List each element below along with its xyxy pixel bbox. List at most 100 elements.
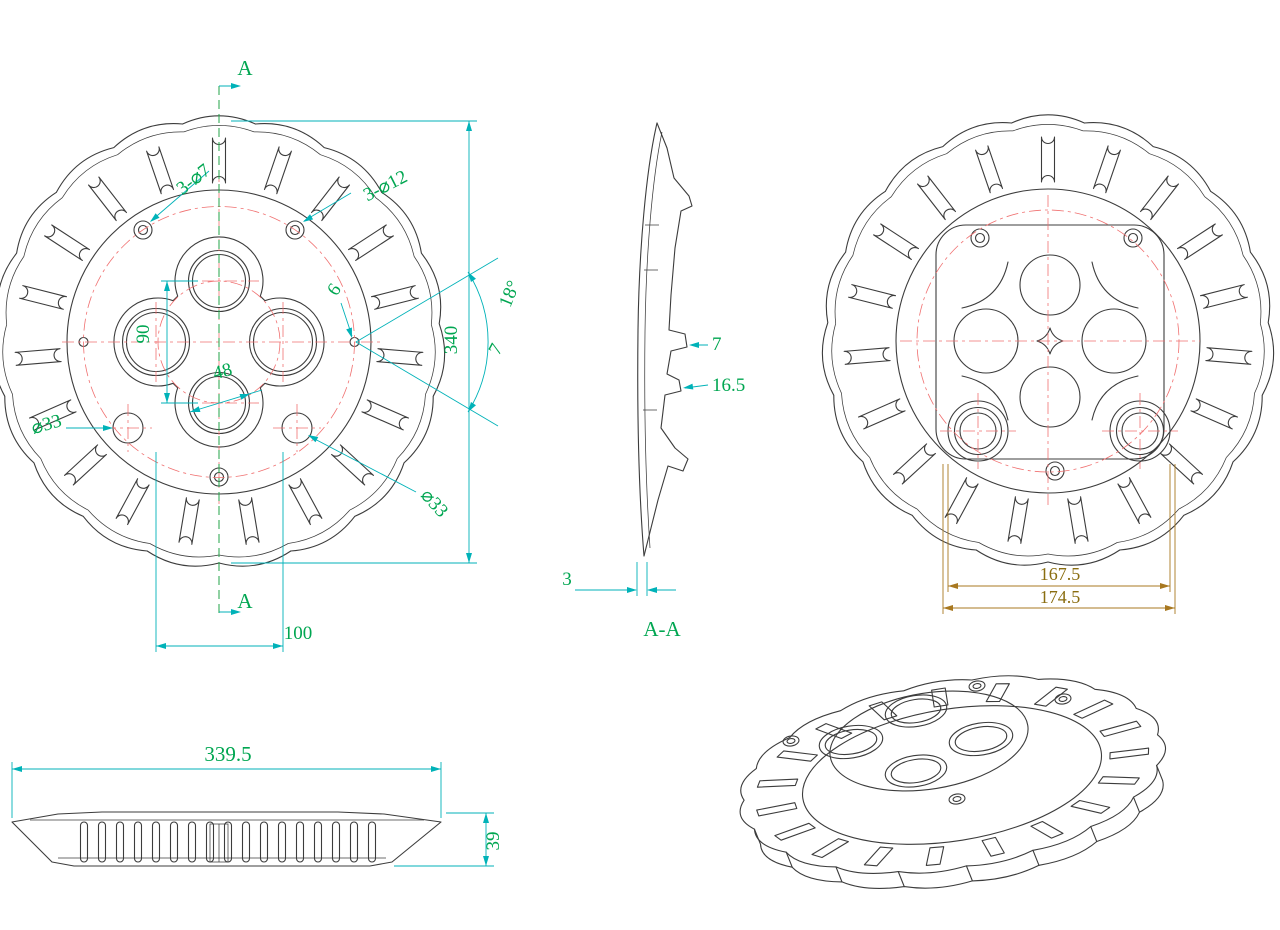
back-boss-top-left <box>974 232 986 244</box>
iso-boss-inner <box>952 795 962 803</box>
leader-line <box>150 170 210 222</box>
iso-fin-slot <box>1070 799 1111 814</box>
dim-18deg-label: 18° <box>495 278 524 311</box>
front-fin-slot <box>88 176 128 222</box>
dimension-arrow <box>948 583 958 589</box>
iso-boss-outer <box>1054 693 1072 705</box>
back-fin-slot <box>1190 398 1238 430</box>
iso-fin-slot <box>756 802 798 817</box>
dimension-arrow <box>164 393 170 403</box>
back-view-geometry <box>821 114 1275 566</box>
back-web-arc <box>961 261 1009 309</box>
front-fin-slot <box>14 348 62 366</box>
side-view: 339.5 39 <box>11 742 504 867</box>
side-fin-slot <box>79 821 89 863</box>
dimension-arrow <box>103 425 113 431</box>
leader-line <box>308 435 417 493</box>
iso-rim-outer <box>739 675 1167 875</box>
front-view-dimensions <box>66 83 499 652</box>
iso-inner-rim <box>801 705 1103 845</box>
iso-fin-slot <box>815 723 853 740</box>
section-inner-wall <box>644 131 663 549</box>
back-hole-top <box>1019 254 1081 316</box>
dim-7-label: 7 <box>712 334 722 355</box>
side-fin-slot <box>187 821 197 863</box>
iso-boss-outer <box>782 735 800 747</box>
front-fin-slot <box>19 285 68 310</box>
iso-fin-slot <box>863 846 894 867</box>
dimension-arrow <box>164 281 170 291</box>
front-fin-slot <box>331 444 375 486</box>
side-fin-slot <box>169 821 179 863</box>
iso-fin-slot <box>774 822 816 841</box>
iso-fin-slot <box>981 836 1005 857</box>
front-view-geometry <box>0 115 446 567</box>
back-fin-slot <box>858 398 906 430</box>
back-fin-slot <box>1199 284 1248 309</box>
side-fin-slot <box>349 821 359 863</box>
iso-hole-inner <box>824 728 878 756</box>
dimension-arrow <box>943 605 953 611</box>
dimension-arrow <box>190 406 201 412</box>
back-view: 167.5 174.5 <box>821 114 1275 614</box>
diameter-line <box>189 389 263 413</box>
iso-hole-inner <box>954 725 1008 753</box>
dim-39-label: 39 <box>483 832 504 851</box>
dimension-arrow <box>466 121 472 131</box>
dim-6-label: 6 <box>323 280 346 300</box>
back-fin-slot <box>1117 477 1152 525</box>
front-fin-slot <box>310 176 350 222</box>
iso-fin-slot <box>756 778 799 788</box>
front-view: A A 340 100 90 48 ⌀33 ⌀33 3-⌀7 3-⌀12 6 7… <box>0 56 525 652</box>
side-fin-slot <box>151 821 161 863</box>
back-fin-slot <box>917 175 957 221</box>
iso-boss-inner <box>786 737 796 745</box>
front-rim-outer <box>0 115 446 567</box>
leader-line <box>303 192 352 222</box>
side-fin-slot <box>97 821 107 863</box>
front-fin-slot <box>178 497 200 545</box>
dim-174-5-label: 174.5 <box>1040 587 1081 607</box>
iso-hole-outer <box>884 754 948 788</box>
front-fin-slot <box>348 224 394 262</box>
iso-fin-edge <box>965 865 973 882</box>
front-fin-slot <box>146 146 175 195</box>
iso-fin-slot <box>776 750 818 762</box>
back-web-arc <box>1091 375 1139 421</box>
side-fin-slot <box>367 821 377 863</box>
iso-fin-edge <box>897 871 905 888</box>
side-outline <box>11 811 442 867</box>
iso-hole-inner <box>890 698 942 724</box>
front-fin-slot <box>263 146 292 195</box>
dim-33-lower-right-label: ⌀33 <box>416 485 452 522</box>
side-fin-slot <box>133 821 143 863</box>
back-view-dimensions <box>942 464 1176 614</box>
iso-hole-outer <box>884 694 948 728</box>
dim-340-label: 340 <box>441 326 462 355</box>
iso-boss-inner <box>1058 695 1068 703</box>
angle-line <box>355 257 499 343</box>
iso-fin-slot <box>985 683 1010 703</box>
back-center-frame <box>935 224 1165 460</box>
front-fin-slot <box>238 497 260 545</box>
side-fin-slot <box>277 821 287 863</box>
front-fin-slot <box>115 478 150 526</box>
section-view: 7 16.5 3 A-A <box>562 122 745 641</box>
iso-rim-bottom <box>759 779 1164 890</box>
dimension-arrow <box>150 213 160 222</box>
back-fin-slot <box>848 284 897 309</box>
side-view-geometry <box>11 811 442 867</box>
back-boss-top-right <box>1123 228 1143 248</box>
iso-hole-outer <box>818 724 884 760</box>
front-boss-top-right <box>285 220 305 240</box>
section-view-geometry <box>637 122 693 557</box>
dimension-arrow <box>156 643 166 649</box>
back-fin-slot <box>1177 223 1223 261</box>
back-boss-top-right <box>1127 232 1139 244</box>
back-fin-slot <box>1040 136 1056 183</box>
section-title: A-A <box>643 617 681 641</box>
section-right-profile <box>643 122 693 557</box>
iso-fin-edge <box>835 866 843 883</box>
dimension-arrow <box>466 553 472 563</box>
dimension-arrow <box>308 435 319 443</box>
